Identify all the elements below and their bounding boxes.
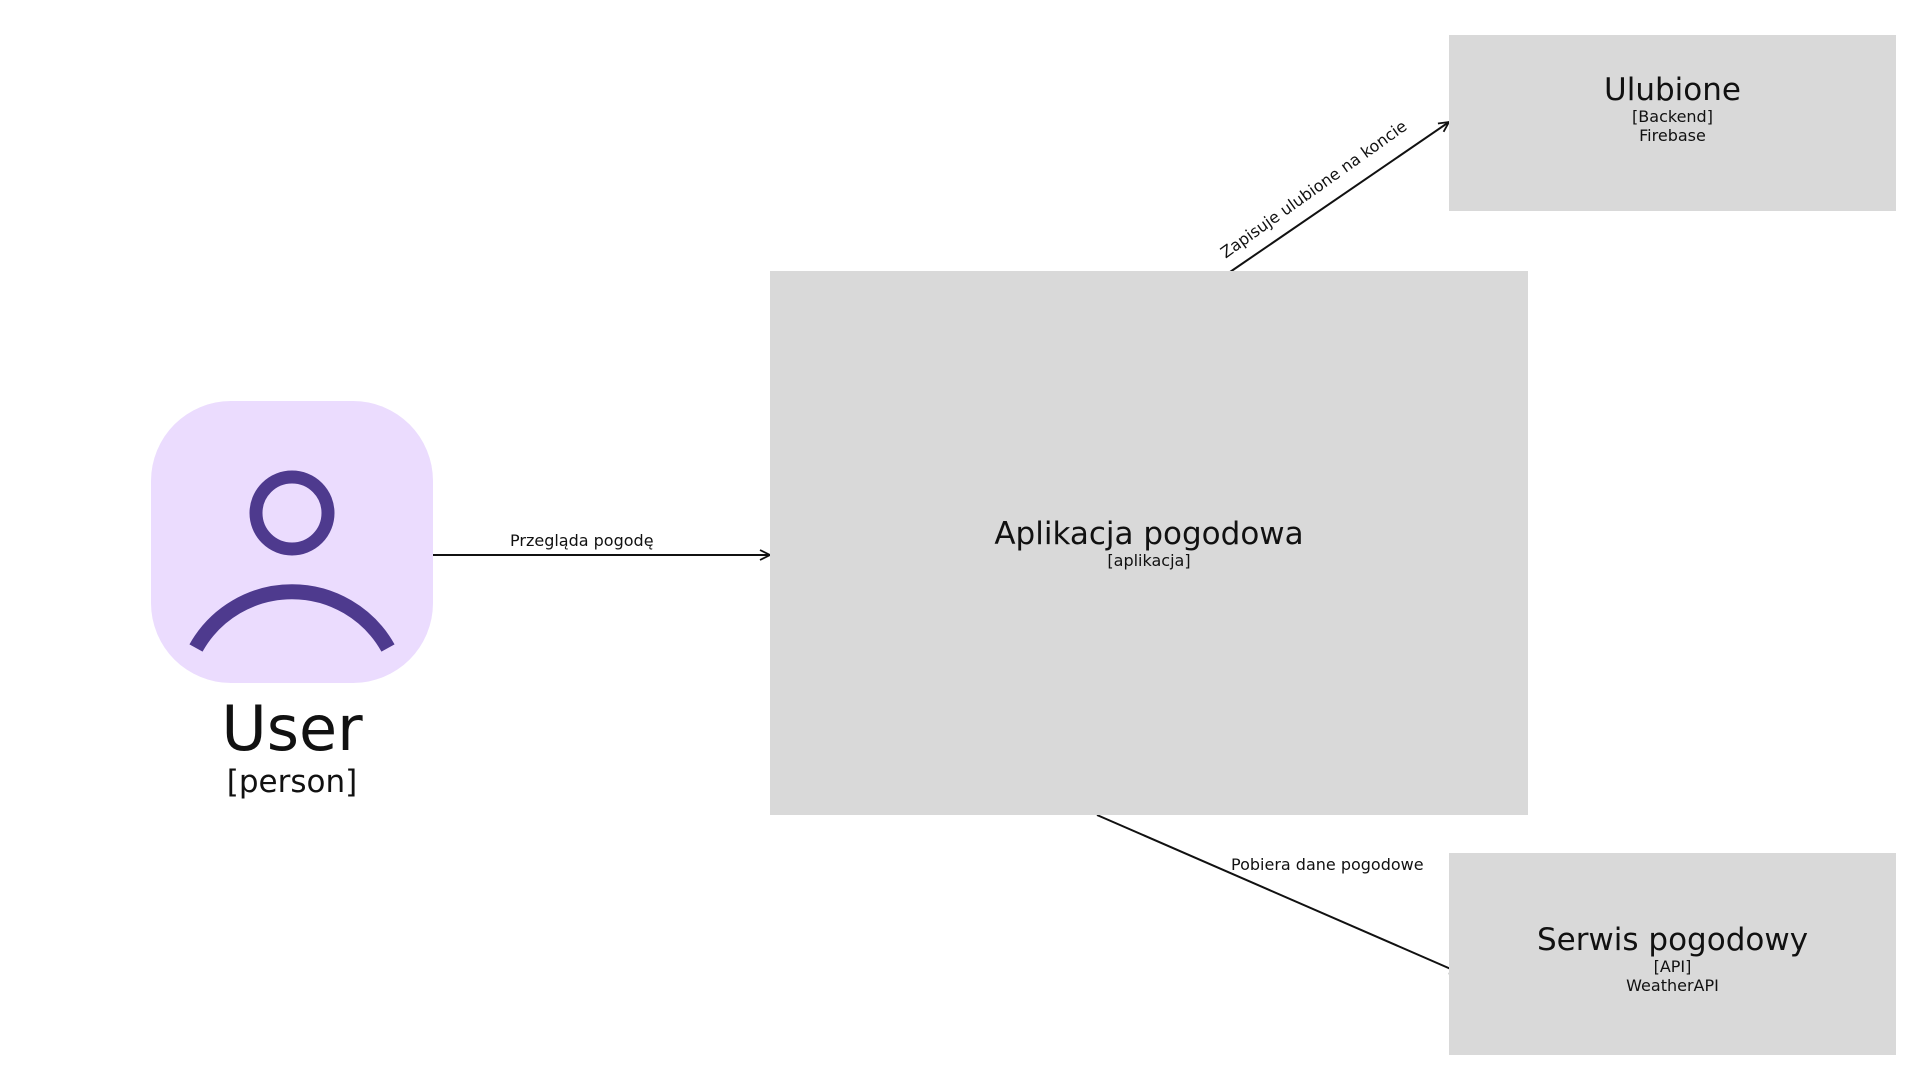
user-subtitle: [person] (226, 764, 358, 800)
serwis-technology: WeatherAPI (1626, 976, 1719, 996)
user-person-node[interactable] (151, 401, 433, 683)
edge-app-to-ulubione (1229, 122, 1449, 273)
app-title: Aplikacja pogodowa (994, 516, 1304, 552)
edge-app-to-serwis (1096, 814, 1460, 973)
app-subtitle: [aplikacja] (1107, 551, 1191, 571)
person-icon (189, 470, 395, 652)
user-title: User (221, 692, 363, 765)
ulubione-subtitle: [Backend] (1632, 107, 1713, 127)
edge-label-zapisuje: Zapisuje ulubione na koncie (1216, 116, 1411, 263)
ulubione-node[interactable]: Ulubione [Backend] Firebase (1449, 35, 1896, 211)
ulubione-technology: Firebase (1639, 126, 1706, 146)
app-node[interactable]: Aplikacja pogodowa [aplikacja] (770, 271, 1528, 815)
serwis-title: Serwis pogodowy (1536, 922, 1809, 958)
serwis-subtitle: [API] (1653, 957, 1692, 977)
serwis-node[interactable]: Serwis pogodowy [API] WeatherAPI (1449, 853, 1896, 1055)
edge-label-przeglada: Przegląda pogodę (510, 531, 654, 550)
ulubione-title: Ulubione (1604, 72, 1741, 108)
edge-label-pobiera: Pobiera dane pogodowe (1231, 855, 1424, 874)
